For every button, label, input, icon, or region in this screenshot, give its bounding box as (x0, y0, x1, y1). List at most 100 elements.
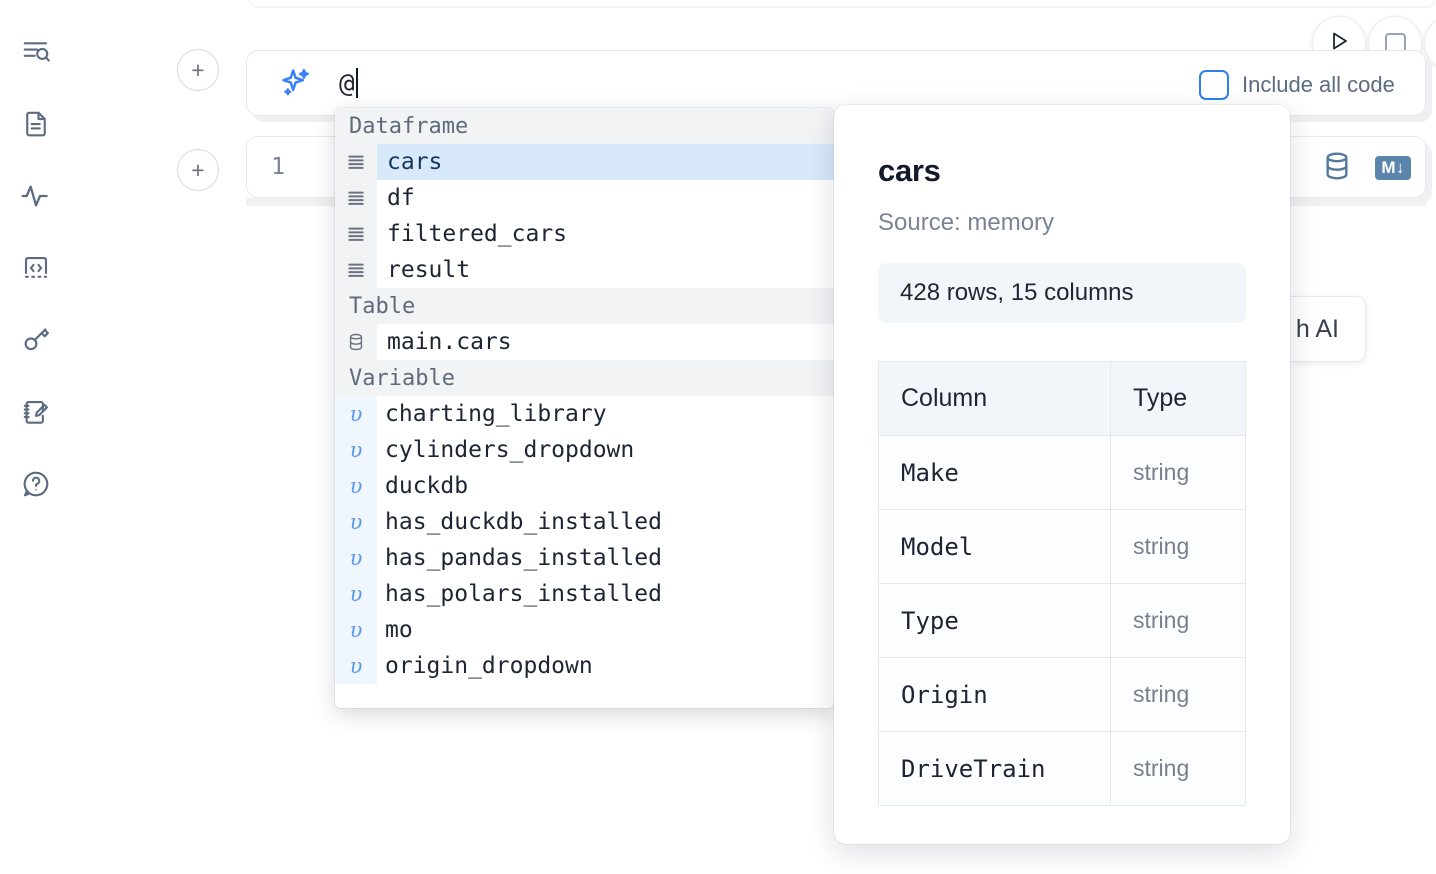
activity-pulse-icon (20, 180, 52, 212)
column-type-cell: string (1110, 583, 1246, 658)
sidebar-item-outline-search[interactable] (10, 16, 62, 88)
autocomplete-item-name: cars (387, 149, 443, 175)
include-all-code-label: Include all code (1242, 72, 1395, 97)
sidebar-item-scratchpad[interactable] (10, 376, 62, 448)
table-header-row: Column Type (878, 361, 1246, 436)
previous-cell (248, 0, 1436, 6)
column-name-cell: Model (878, 509, 1111, 584)
autocomplete-item-type: in-memory (685, 258, 834, 283)
autocomplete-item[interactable]: υ has_polars_installed bool (335, 576, 834, 612)
column-type-cell: string (1110, 657, 1246, 732)
mention-autocomplete-dropdown[interactable]: Dataframecarsin-memorydfin-memoryfiltere… (335, 108, 834, 708)
variable-icon: υ (335, 540, 377, 576)
line-number: 1 (271, 154, 285, 180)
autocomplete-item-type: radio (685, 402, 834, 427)
autocomplete-item-type: in-memory (685, 186, 834, 211)
generate-with-ai-label: h AI (1295, 314, 1339, 343)
autocomplete-item-type: in-memory (685, 222, 834, 247)
variable-icon: υ (335, 396, 377, 432)
database-icon (335, 324, 377, 360)
autocomplete-section-header: Dataframe (335, 108, 834, 144)
type-header: Type (1110, 361, 1246, 436)
autocomplete-item-type: module (685, 474, 834, 499)
column-type-cell: string (1110, 731, 1246, 806)
column-name-cell: Make (878, 435, 1111, 510)
cell-icon-group: M↓ (1321, 137, 1411, 199)
file-document-icon (21, 109, 51, 139)
ai-prompt-value: @ (339, 68, 355, 99)
play-icon (1327, 29, 1351, 58)
autocomplete-item-name: mo (385, 617, 413, 643)
docs-title: cars (878, 153, 941, 188)
variable-icon: υ (335, 612, 377, 648)
autocomplete-item-type: module (685, 618, 834, 643)
autocomplete-item[interactable]: υmo module (335, 612, 834, 648)
dataframe-docs-panel: cars Source: memory 428 rows, 15 columns… (834, 105, 1290, 844)
autocomplete-item-name: cylinders_dropdown (385, 437, 635, 463)
database-icon[interactable] (1321, 150, 1353, 187)
dataframe-icon (335, 216, 377, 252)
plus-icon: + (191, 156, 205, 183)
dataframe-icon (335, 252, 377, 288)
code-snippet-icon (21, 253, 51, 283)
column-type-cell: string (1110, 435, 1246, 510)
sidebar-item-help[interactable] (10, 448, 62, 520)
autocomplete-item-name: df (387, 185, 415, 211)
autocomplete-item[interactable]: υ charting_library radio (335, 396, 834, 432)
autocomplete-item-type: range_slider (685, 438, 834, 463)
scratchpad-edit-icon (21, 397, 51, 427)
sparkles-icon (279, 66, 313, 100)
docs-source: Source: memory (878, 209, 1055, 236)
autocomplete-item-name: main.cars (387, 329, 512, 355)
include-all-code-toggle[interactable]: Include all code (1199, 70, 1395, 100)
key-secrets-icon (21, 325, 51, 355)
autocomplete-item-name: has_polars_installed (385, 581, 662, 607)
autocomplete-item-name: duckdb (385, 473, 469, 499)
autocomplete-item-name: has_pandas_installed (385, 545, 662, 571)
autocomplete-item-type: dropdown (685, 654, 834, 679)
autocomplete-item-type: bool (685, 510, 834, 535)
include-all-code-checkbox[interactable] (1199, 70, 1229, 100)
sidebar-item-secrets[interactable] (10, 304, 62, 376)
autocomplete-item[interactable]: main.carsin-memory (335, 324, 834, 360)
variable-icon: υ (335, 468, 377, 504)
autocomplete-item-name: charting_library (385, 401, 607, 427)
help-question-icon (21, 469, 51, 499)
column-header: Column (878, 361, 1111, 436)
autocomplete-item[interactable]: result in-memory (335, 252, 834, 288)
column-name-cell: Type (878, 583, 1111, 658)
autocomplete-item[interactable]: filtered_carsin-memory (335, 216, 834, 252)
column-name-cell: DriveTrain (878, 731, 1111, 806)
autocomplete-item[interactable]: df in-memory (335, 180, 834, 216)
sidebar-item-activity[interactable] (10, 160, 62, 232)
autocomplete-item-name: origin_dropdown (385, 653, 593, 679)
autocomplete-item-name: result (387, 257, 471, 283)
column-name-cell: Origin (878, 657, 1111, 732)
ai-prompt-input[interactable]: @ (339, 67, 358, 99)
text-caret (355, 67, 358, 98)
add-cell-button-top[interactable]: + (177, 49, 219, 91)
autocomplete-item-type: bool (685, 582, 834, 607)
plus-icon: + (191, 56, 205, 83)
markdown-badge[interactable]: M↓ (1375, 156, 1411, 180)
autocomplete-item[interactable]: carsin-memory (335, 144, 834, 180)
variable-icon: υ (335, 504, 377, 540)
sidebar-item-file[interactable] (10, 88, 62, 160)
column-type-cell: string (1110, 509, 1246, 584)
docs-shape-badge: 428 rows, 15 columns (878, 263, 1246, 323)
variable-icon: υ (335, 576, 377, 612)
dataframe-icon (335, 144, 377, 180)
sidebar-item-snippets[interactable] (10, 232, 62, 304)
add-cell-button-bottom[interactable]: + (177, 149, 219, 191)
dataframe-icon (335, 180, 377, 216)
